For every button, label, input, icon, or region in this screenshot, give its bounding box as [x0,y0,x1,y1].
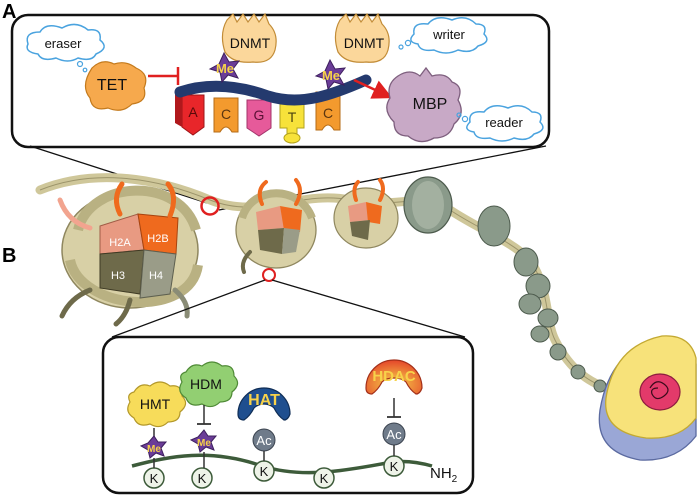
base-label-t: T [288,109,297,125]
me-label-b2: Me [197,438,211,449]
histone-label-h2a: H2A [109,237,131,249]
lysine-residues: K K K K K [143,455,405,489]
histone-label-h2b: H2B [147,233,168,245]
nucleus [639,373,681,411]
svg-text:K: K [150,471,159,486]
hdm-label: HDM [190,376,222,392]
hat-enzyme: HAT [237,387,291,421]
base-label-c-1: C [221,106,231,122]
histone-modification-panel: K K K K K NH2 HMT Me HDM [101,279,475,495]
me-label-a1: Me [216,61,234,76]
base-label-a: A [188,104,198,120]
dna-methylation-panel: eraser TET DNMT DNMT writer [10,12,551,211]
dnmt-enzyme-1: DNMT [221,12,277,63]
eraser-label: eraser [45,36,83,51]
tet-label: TET [97,77,127,94]
ac-mark-1: Ac [252,428,276,452]
svg-text:K: K [198,471,207,486]
tet-enzyme: TET [84,61,147,111]
base-c-1 [213,97,239,133]
histone-label-h3: H3 [111,270,125,282]
me-mark-a2: Me [314,58,347,91]
nh2-label: NH2 [430,465,458,485]
mbp-label: MBP [413,96,448,113]
writer-label: writer [432,27,465,42]
tet-shape [84,61,147,111]
dnmt-label-2: DNMT [344,35,385,51]
mbp-protein: MBP [386,66,462,143]
reader-label: reader [485,115,523,130]
base-label-g: G [254,107,265,123]
zoom-line-b-right [271,279,466,338]
ac-label-2: Ac [386,427,402,442]
hdac-enzyme: HDAC [365,359,423,395]
cell [598,335,697,461]
nucleosome-3 [333,178,399,249]
panel-label-a: A [2,1,16,23]
svg-text:K: K [260,464,269,479]
writer-cloud: writer [398,17,488,54]
arrow-to-mbp [353,78,393,99]
me-mark-b2: Me [189,429,218,453]
panel-label-b: B [2,245,16,267]
ac-label-1: Ac [256,433,272,448]
zoom-line-b-left [111,279,266,338]
ac-mark-2: Ac [382,422,406,446]
svg-text:K: K [320,471,329,486]
histone-tail [131,453,433,475]
histone-label-h4: H4 [149,270,163,282]
nucleosome-2 [235,178,317,274]
zoom-circle-b [262,268,276,282]
me-label-a2: Me [322,68,340,83]
hmt-enzyme: HMT [127,381,187,428]
histone-h4 [139,249,177,299]
dnmt-enzyme-2: DNMT [334,12,390,63]
base-label-c-2: C [323,105,333,121]
reader-cloud: reader [456,105,544,142]
hdac-label: HDAC [372,368,415,385]
chromatin-fiber: H2A H2B H3 H4 [35,173,697,461]
hdm-enzyme: HDM [179,361,239,408]
hat-label: HAT [248,392,280,409]
nucleosome-1: H2A H2B H3 H4 [57,181,203,327]
hmt-label: HMT [140,396,171,412]
lysine-2 [191,467,213,489]
zoom-circle-a [200,196,220,216]
dna-backbone [174,74,372,106]
me-mark-a1: Me [208,51,241,84]
lysine-4 [313,467,335,489]
dna-strand: A C G T C [174,74,372,144]
condensed-nucleosomes [403,176,607,393]
me-label-b1: Me [147,444,161,455]
svg-text:K: K [390,459,399,474]
me-mark-b1: Me [139,435,168,459]
dnmt-label-1: DNMT [230,35,271,51]
eraser-cloud: eraser [26,23,105,73]
